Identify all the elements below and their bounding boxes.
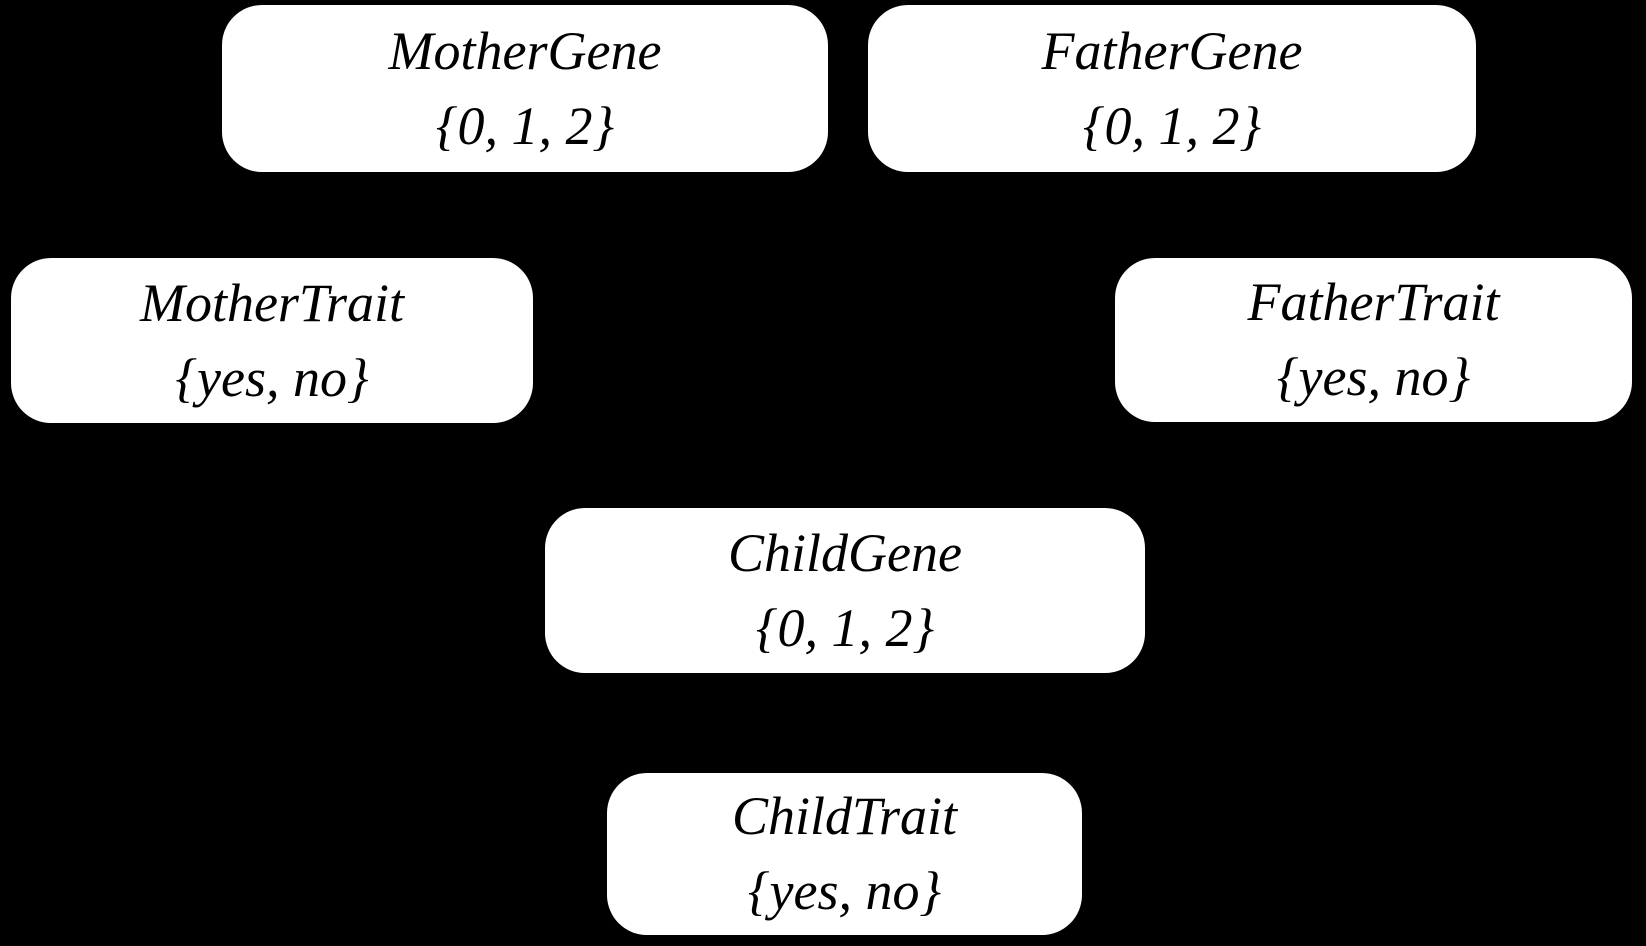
node-mother-gene: MotherGene {0, 1, 2}	[222, 5, 828, 172]
node-father-gene: FatherGene {0, 1, 2}	[868, 5, 1476, 172]
node-child-trait-title: ChildTrait	[731, 786, 958, 847]
node-child-gene-title: ChildGene	[728, 522, 962, 583]
node-father-trait-domain: {yes, no}	[1276, 347, 1471, 407]
node-child-trait-domain: {yes, no}	[747, 861, 942, 921]
node-mother-trait-title: MotherTrait	[139, 272, 405, 333]
node-child-trait: ChildTrait {yes, no}	[607, 773, 1082, 935]
node-mother-gene-title: MotherGene	[388, 20, 662, 81]
node-child-gene: ChildGene {0, 1, 2}	[545, 508, 1145, 673]
node-child-gene-domain: {0, 1, 2}	[755, 597, 935, 658]
node-mother-trait: MotherTrait {yes, no}	[11, 258, 533, 423]
node-father-gene-title: FatherGene	[1041, 20, 1303, 81]
node-father-trait: FatherTrait {yes, no}	[1115, 258, 1632, 422]
node-mother-gene-domain: {0, 1, 2}	[435, 95, 615, 156]
node-father-gene-domain: {0, 1, 2}	[1082, 95, 1262, 156]
node-father-trait-title: FatherTrait	[1247, 272, 1500, 333]
node-mother-trait-domain: {yes, no}	[175, 347, 369, 408]
